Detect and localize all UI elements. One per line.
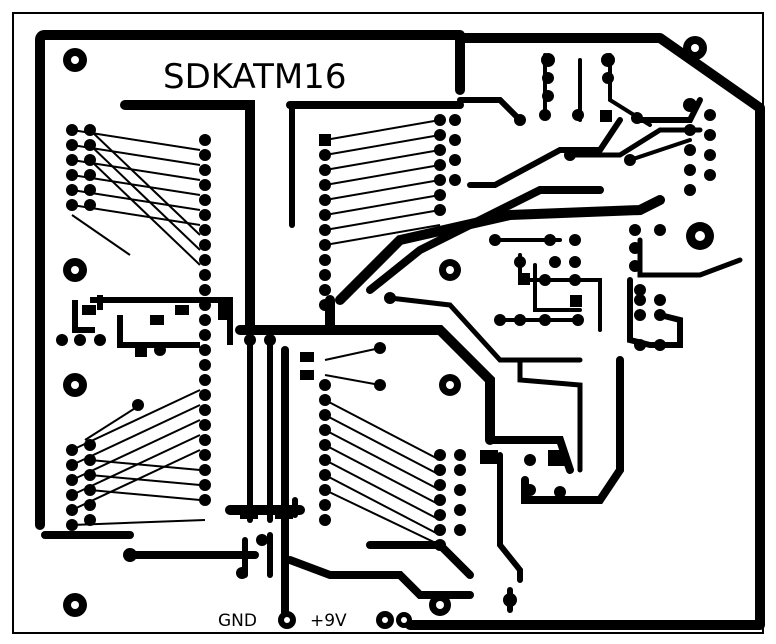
regulator-traces (387, 237, 743, 473)
crystal-area (56, 295, 233, 357)
right-center-ic (319, 114, 461, 311)
board-title: SDKATM16 (163, 57, 346, 97)
left-upper-ic (66, 124, 201, 266)
v9-label: +9V (310, 611, 347, 631)
lower-right-traces (366, 356, 624, 613)
top-right-pads (514, 53, 716, 196)
regulator-pads (384, 224, 666, 351)
power-terminals (278, 611, 412, 629)
mounting-holes (63, 36, 714, 617)
central-ic-left-column (199, 134, 211, 506)
left-lower-connector (66, 389, 206, 531)
upper-right-traces (286, 53, 703, 305)
outer-ground-trace (35, 30, 765, 630)
gnd-label: GND (218, 611, 257, 631)
lower-right-pads (123, 334, 566, 607)
